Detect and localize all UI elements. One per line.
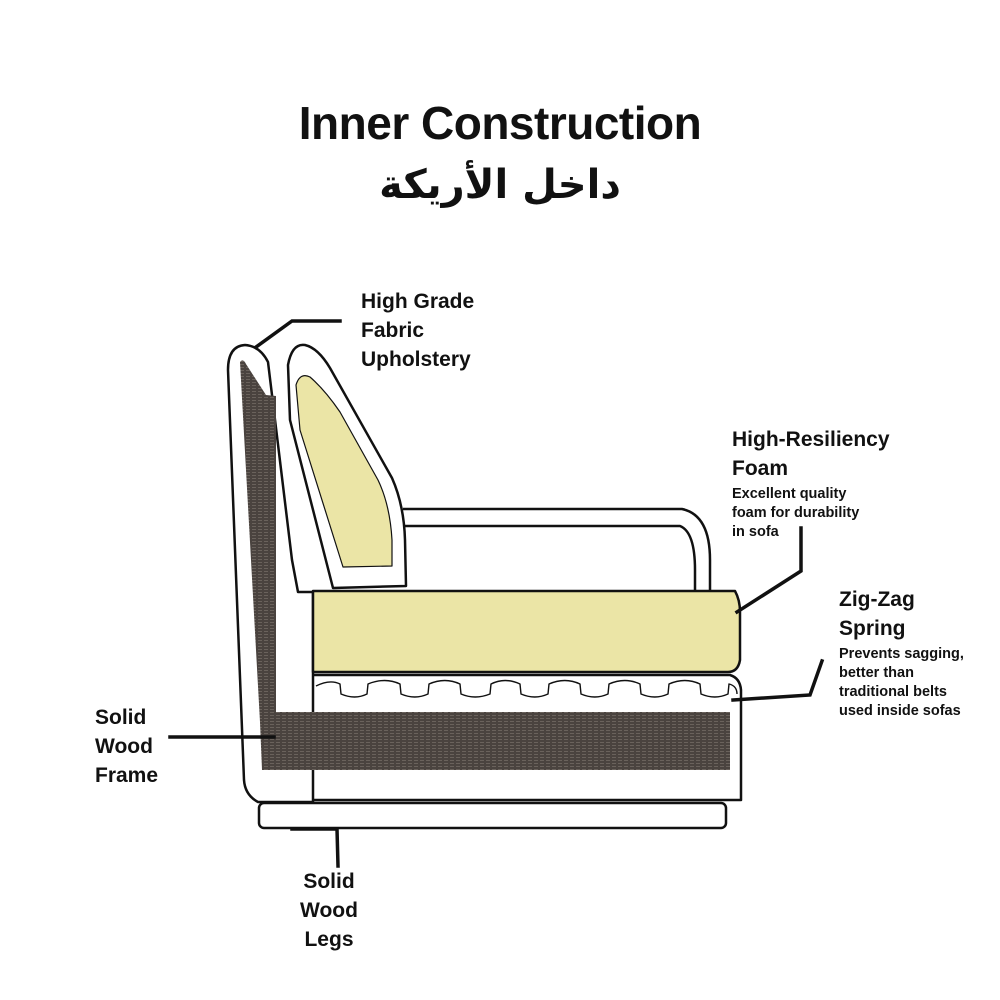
desc-line: foam for durability (732, 505, 860, 521)
label-legs: Solid Wood Legs (299, 867, 359, 954)
label-line: High Grade (361, 290, 475, 313)
label-line: Spring (839, 617, 906, 640)
leader-spring (731, 658, 825, 702)
back-cushion-foam (295, 375, 393, 568)
desc-line: in sofa (732, 524, 779, 540)
leader-legs (290, 827, 340, 868)
zigzag-spring (315, 679, 738, 698)
title: Inner Construction (298, 97, 702, 149)
seat-foam (311, 589, 742, 674)
spring-frame-bar (278, 712, 730, 770)
spring-description: Prevents sagging, better than traditiona… (839, 645, 964, 721)
label-line: Upholstery (361, 348, 471, 371)
desc-line: better than (839, 665, 914, 681)
arabic-subtitle: داخل الأريكة (379, 162, 621, 208)
label-spring: Zig-Zag Spring Prevents sagging, better … (839, 585, 964, 721)
arm-outline (403, 507, 712, 591)
label-line: Wood (95, 735, 153, 758)
label-line: Fabric (361, 319, 425, 342)
base-rail (257, 801, 728, 830)
label-line: Solid (303, 870, 355, 893)
desc-line: Excellent quality (732, 486, 847, 502)
label-line: Frame (95, 764, 159, 787)
desc-line: Prevents sagging, (839, 646, 964, 662)
label-line: Foam (732, 457, 789, 480)
label-frame: Solid Wood Frame (95, 703, 158, 790)
leader-upholstery (253, 319, 342, 350)
label-foam: High-Resiliency Foam Excellent quality f… (732, 425, 890, 542)
label-line: Zig-Zag (839, 588, 915, 611)
label-upholstery: High Grade Fabric Upholstery (361, 287, 474, 374)
leader-foam (734, 526, 803, 615)
label-line: High-Resiliency (732, 428, 890, 451)
desc-line: used inside sofas (839, 703, 961, 719)
desc-line: traditional belts (839, 684, 947, 700)
label-line: Solid (95, 706, 147, 729)
foam-description: Excellent quality foam for durability in… (732, 485, 890, 542)
spring-box (313, 673, 743, 802)
label-line: Wood (300, 899, 358, 922)
label-line: Legs (304, 928, 354, 951)
